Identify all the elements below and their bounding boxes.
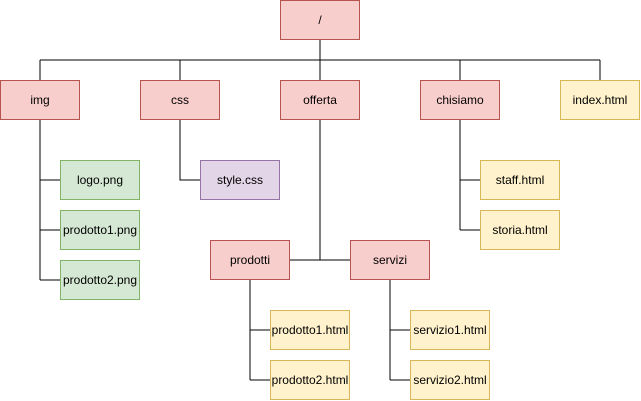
- index-html-label: index.html: [572, 93, 628, 107]
- css-folder-node: css: [140, 80, 220, 120]
- style-css-node: style.css: [200, 160, 280, 200]
- servizi-folder-label: servizi: [372, 253, 407, 267]
- css-folder-label: css: [171, 93, 189, 107]
- prodotto1-html-node: prodotto1.html: [270, 310, 350, 350]
- servizio2-html-node: servizio2.html: [410, 360, 490, 400]
- prodotto2-html-label: prodotto2.html: [271, 373, 349, 387]
- style-css-label: style.css: [216, 173, 263, 187]
- servizi-folder-node: servizi: [350, 240, 430, 280]
- root-folder-node: /: [280, 0, 360, 40]
- prodotti-folder-label: prodotti: [229, 253, 271, 267]
- offerta-folder-label: offerta: [303, 93, 337, 107]
- logo-png-label: logo.png: [76, 173, 124, 187]
- img-folder-node: img: [0, 80, 80, 120]
- storia-html-label: storia.html: [492, 223, 548, 237]
- root-folder-label: /: [318, 13, 322, 27]
- prodotto1-png-node: prodotto1.png: [60, 210, 140, 250]
- prodotti-folder-node: prodotti: [210, 240, 290, 280]
- servizio1-html-label: servizio1.html: [413, 323, 487, 337]
- chisiamo-folder-label: chisiamo: [436, 93, 484, 107]
- logo-png-node: logo.png: [60, 160, 140, 200]
- prodotto2-png-label: prodotto2.png: [62, 273, 138, 287]
- servizio1-html-node: servizio1.html: [410, 310, 490, 350]
- connector-style: [179, 120, 200, 181]
- storia-html-node: storia.html: [480, 210, 560, 250]
- img-folder-label: img: [30, 93, 50, 107]
- offerta-folder-node: offerta: [280, 80, 360, 120]
- index-html-node: index.html: [560, 80, 640, 120]
- servizio2-html-label: servizio2.html: [413, 373, 487, 387]
- staff-html-node: staff.html: [480, 160, 560, 200]
- prodotto2-png-node: prodotto2.png: [60, 260, 140, 300]
- chisiamo-folder-node: chisiamo: [420, 80, 500, 120]
- prodotto2-html-node: prodotto2.html: [270, 360, 350, 400]
- prodotto1-png-label: prodotto1.png: [62, 223, 138, 237]
- staff-html-label: staff.html: [495, 173, 545, 187]
- prodotto1-html-label: prodotto1.html: [271, 323, 349, 337]
